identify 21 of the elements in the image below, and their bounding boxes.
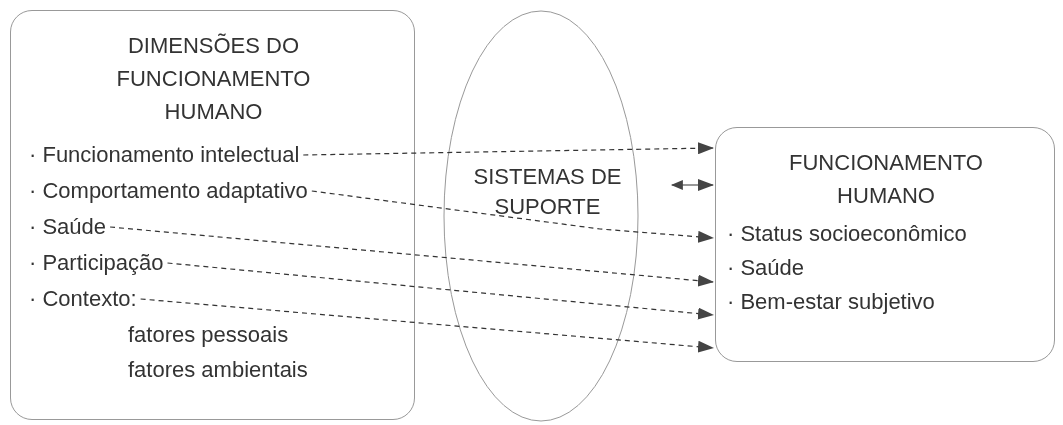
list-item: · Funcionamento intelectual bbox=[29, 141, 300, 169]
panel-box bbox=[10, 10, 415, 420]
sub-item-text: fatores pessoais bbox=[128, 321, 289, 349]
sub-item-text: fatores ambientais bbox=[128, 356, 308, 384]
list-item: · Bem-estar subjetivo bbox=[727, 288, 935, 316]
panel-heading: DIMENSÕES DO FUNCIONAMENTO HUMANO bbox=[115, 32, 312, 126]
arrow bbox=[109, 226, 714, 287]
list-item: · Status socioeconômico bbox=[727, 220, 967, 248]
list-item: · Contexto: bbox=[29, 285, 137, 313]
arrow bbox=[670, 179, 714, 191]
arrow bbox=[166, 262, 714, 320]
arrow bbox=[140, 298, 714, 353]
list-item: · Comportamento adaptativo bbox=[29, 177, 308, 205]
list-item: · Saúde bbox=[29, 213, 107, 241]
arrow bbox=[302, 142, 714, 156]
panel-box bbox=[715, 127, 1055, 362]
ellipse-label: SISTEMAS DE SUPORTE bbox=[465, 162, 630, 222]
list-item: · Participação bbox=[29, 249, 164, 277]
list-item: · Saúde bbox=[727, 254, 805, 282]
panel-heading: FUNCIONAMENTO HUMANO bbox=[788, 149, 984, 210]
arrow bbox=[311, 190, 714, 243]
